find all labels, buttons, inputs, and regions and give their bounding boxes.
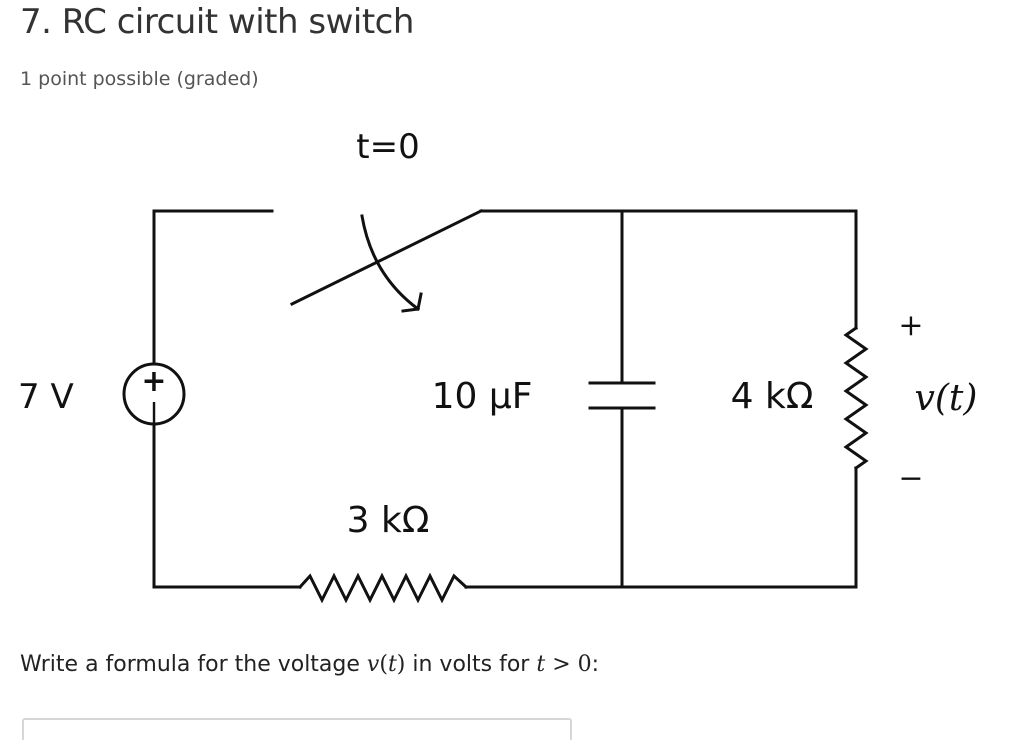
question-paren-close: ) [396, 652, 406, 677]
vout-minus-sign: − [898, 461, 923, 496]
question-cond-val: 0 [577, 652, 592, 677]
points-possible: 1 point possible (graded) [20, 68, 259, 90]
switch-arrowhead [401, 292, 423, 313]
source-minus-sign: | [150, 400, 158, 425]
resistor-3k-zigzag [297, 572, 469, 604]
capacitor-label: 10 μF [432, 376, 533, 417]
switch-blade [289, 208, 484, 307]
resistor-parallel-label: 4 kΩ [731, 376, 814, 417]
problem-title: 7. RC circuit with switch [20, 2, 414, 42]
question-var: v [366, 652, 380, 677]
resistor-4k-zigzag [843, 325, 869, 471]
question-suffix: : [591, 652, 600, 677]
source-label: 7 V [18, 377, 74, 417]
answer-input[interactable] [22, 718, 572, 740]
vout-plus-sign: + [898, 308, 923, 343]
question-prompt: Write a formula for the voltage v(t) in … [20, 652, 599, 677]
question-cond-op: > [545, 652, 578, 677]
vout-label: v(t) [915, 378, 978, 419]
resistor-series-label: 3 kΩ [347, 500, 430, 541]
question-cond-var: t [536, 652, 546, 677]
source-plus-sign: + [141, 364, 166, 399]
switch-label: t=0 [356, 127, 419, 167]
voltage-source-circle [122, 362, 186, 426]
switch-arrow-icon [360, 214, 421, 312]
question-arg: t [387, 652, 397, 677]
question-prefix: Write a formula for the voltage [20, 652, 367, 677]
question-middle: in volts for [405, 652, 537, 677]
circuit-diagram: t=0 7 V + | 10 μF 4 kΩ 3 kΩ + v(t) − [18, 127, 978, 604]
question-paren-open: ( [379, 652, 388, 677]
